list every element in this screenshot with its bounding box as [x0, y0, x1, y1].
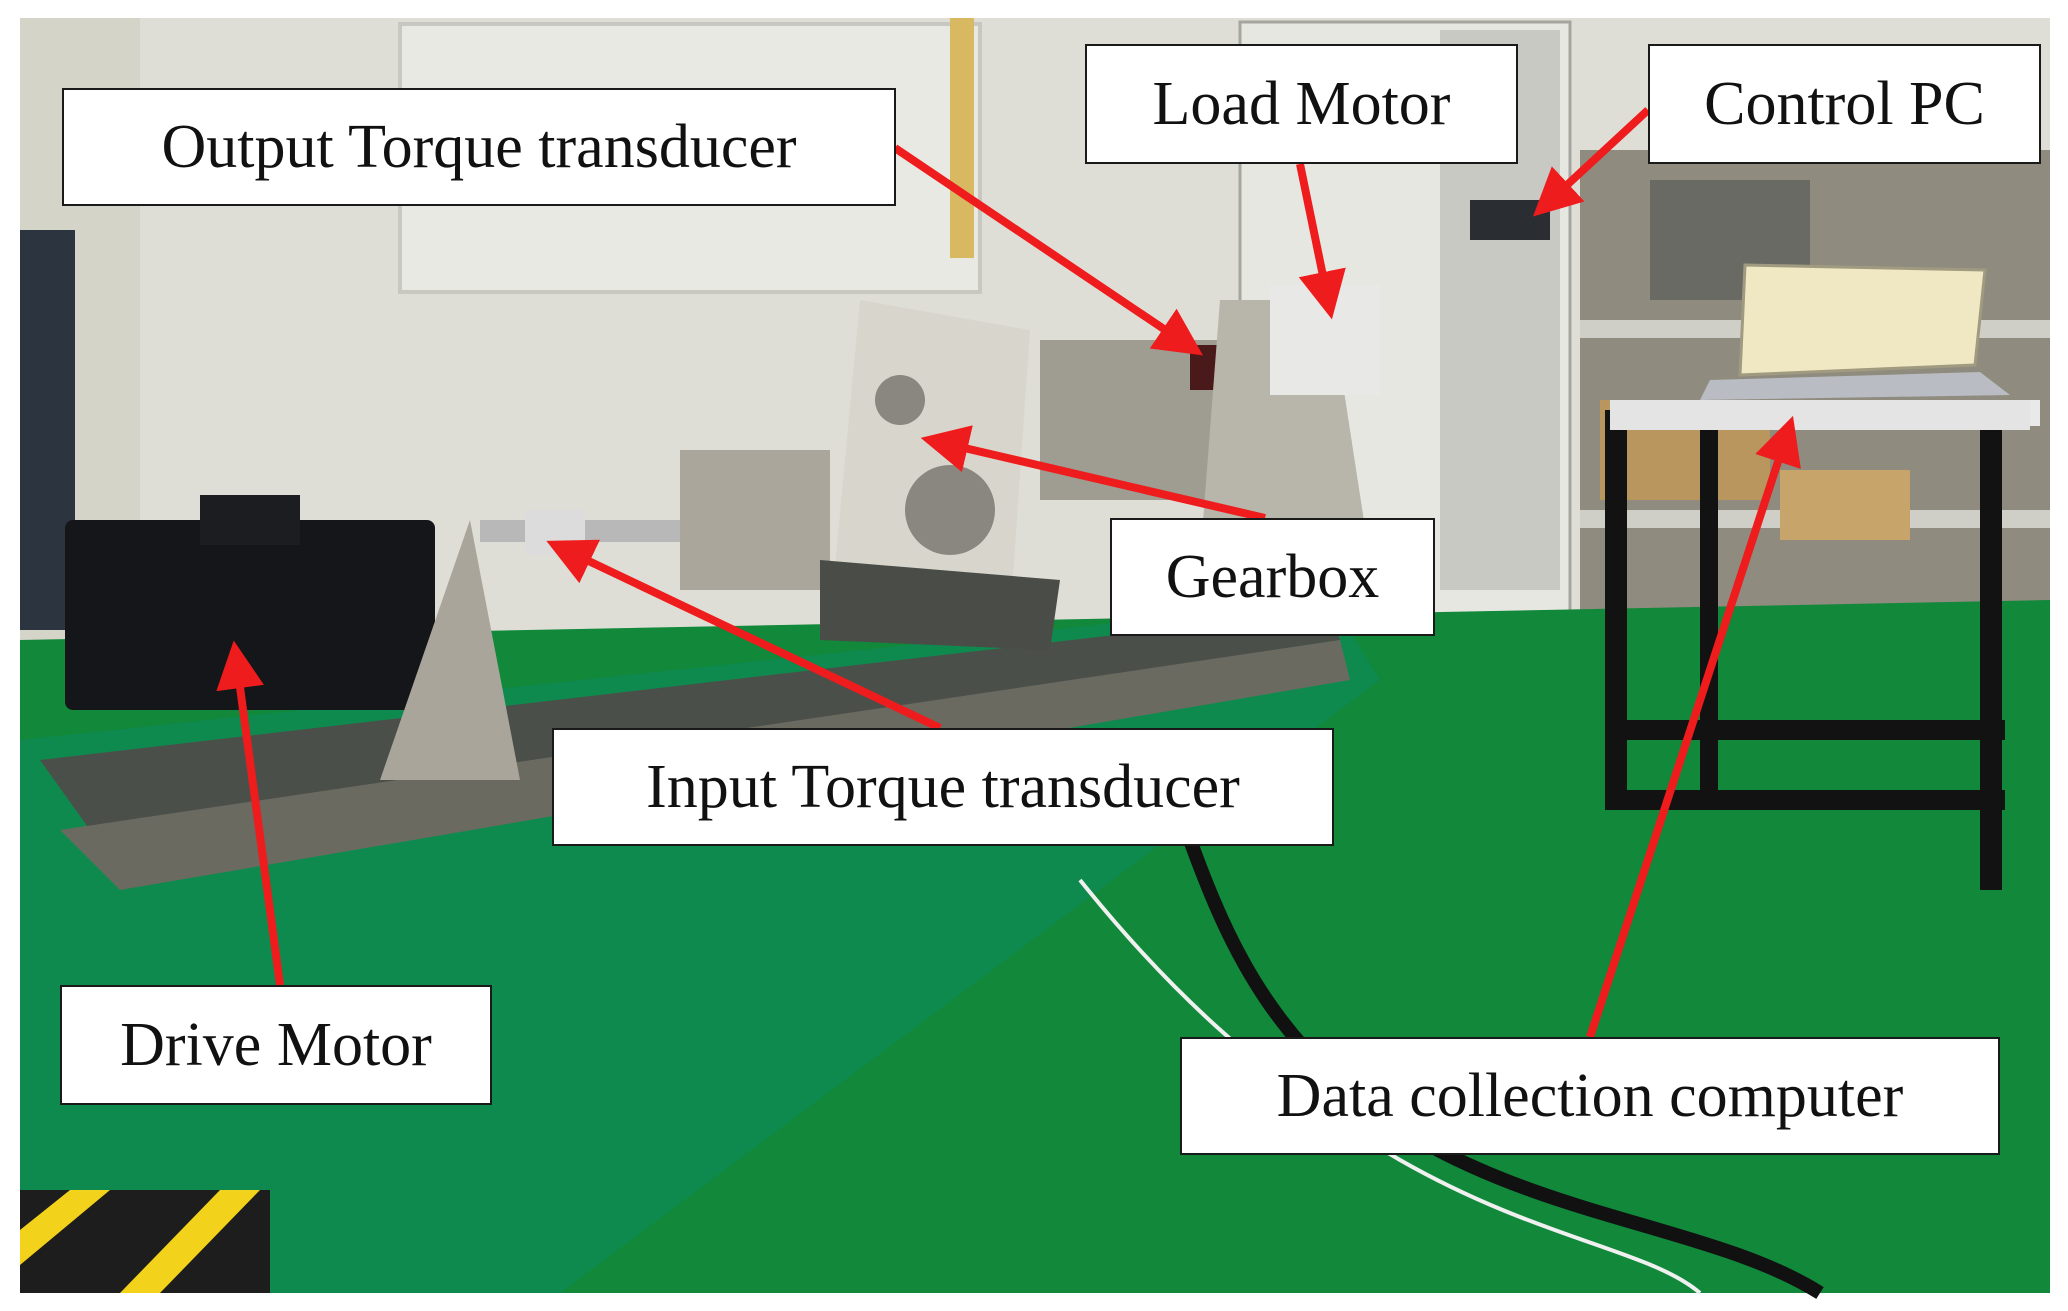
arrow-drive-motor [216, 640, 284, 986]
label-data-collection-computer: Data collection computer [1180, 1037, 2000, 1155]
arrow-output-torque-transducer [892, 144, 1203, 356]
hazard-stripes [20, 1190, 270, 1293]
label-load-motor: Load Motor [1085, 44, 1518, 164]
drive-motor-body [65, 520, 435, 710]
laptop-keyboard [1700, 372, 2010, 400]
yellow-pole [950, 18, 974, 258]
gearbox-mount [820, 560, 1060, 650]
arrow-load-motor [1296, 163, 1346, 320]
arrow-control-pc [1532, 107, 1651, 217]
arrow-input-torque-transducer [546, 539, 942, 732]
drive-motor-bracket [380, 520, 520, 780]
label-drive-motor: Drive Motor [60, 985, 492, 1105]
label-control-pc: Control PC [1648, 44, 2041, 164]
data-collection-cart [1605, 400, 2040, 890]
label-input-torque-transducer: Input Torque transducer [552, 728, 1334, 846]
label-gearbox: Gearbox [1110, 518, 1435, 636]
arrow-gearbox [920, 425, 1266, 522]
label-output-torque-transducer: Output Torque transducer [62, 88, 896, 206]
annotation-arrows [216, 107, 1801, 1039]
laptop-screen [1738, 263, 1987, 377]
arrow-data-collection-computer [1586, 415, 1801, 1039]
bearing-block [680, 450, 830, 590]
